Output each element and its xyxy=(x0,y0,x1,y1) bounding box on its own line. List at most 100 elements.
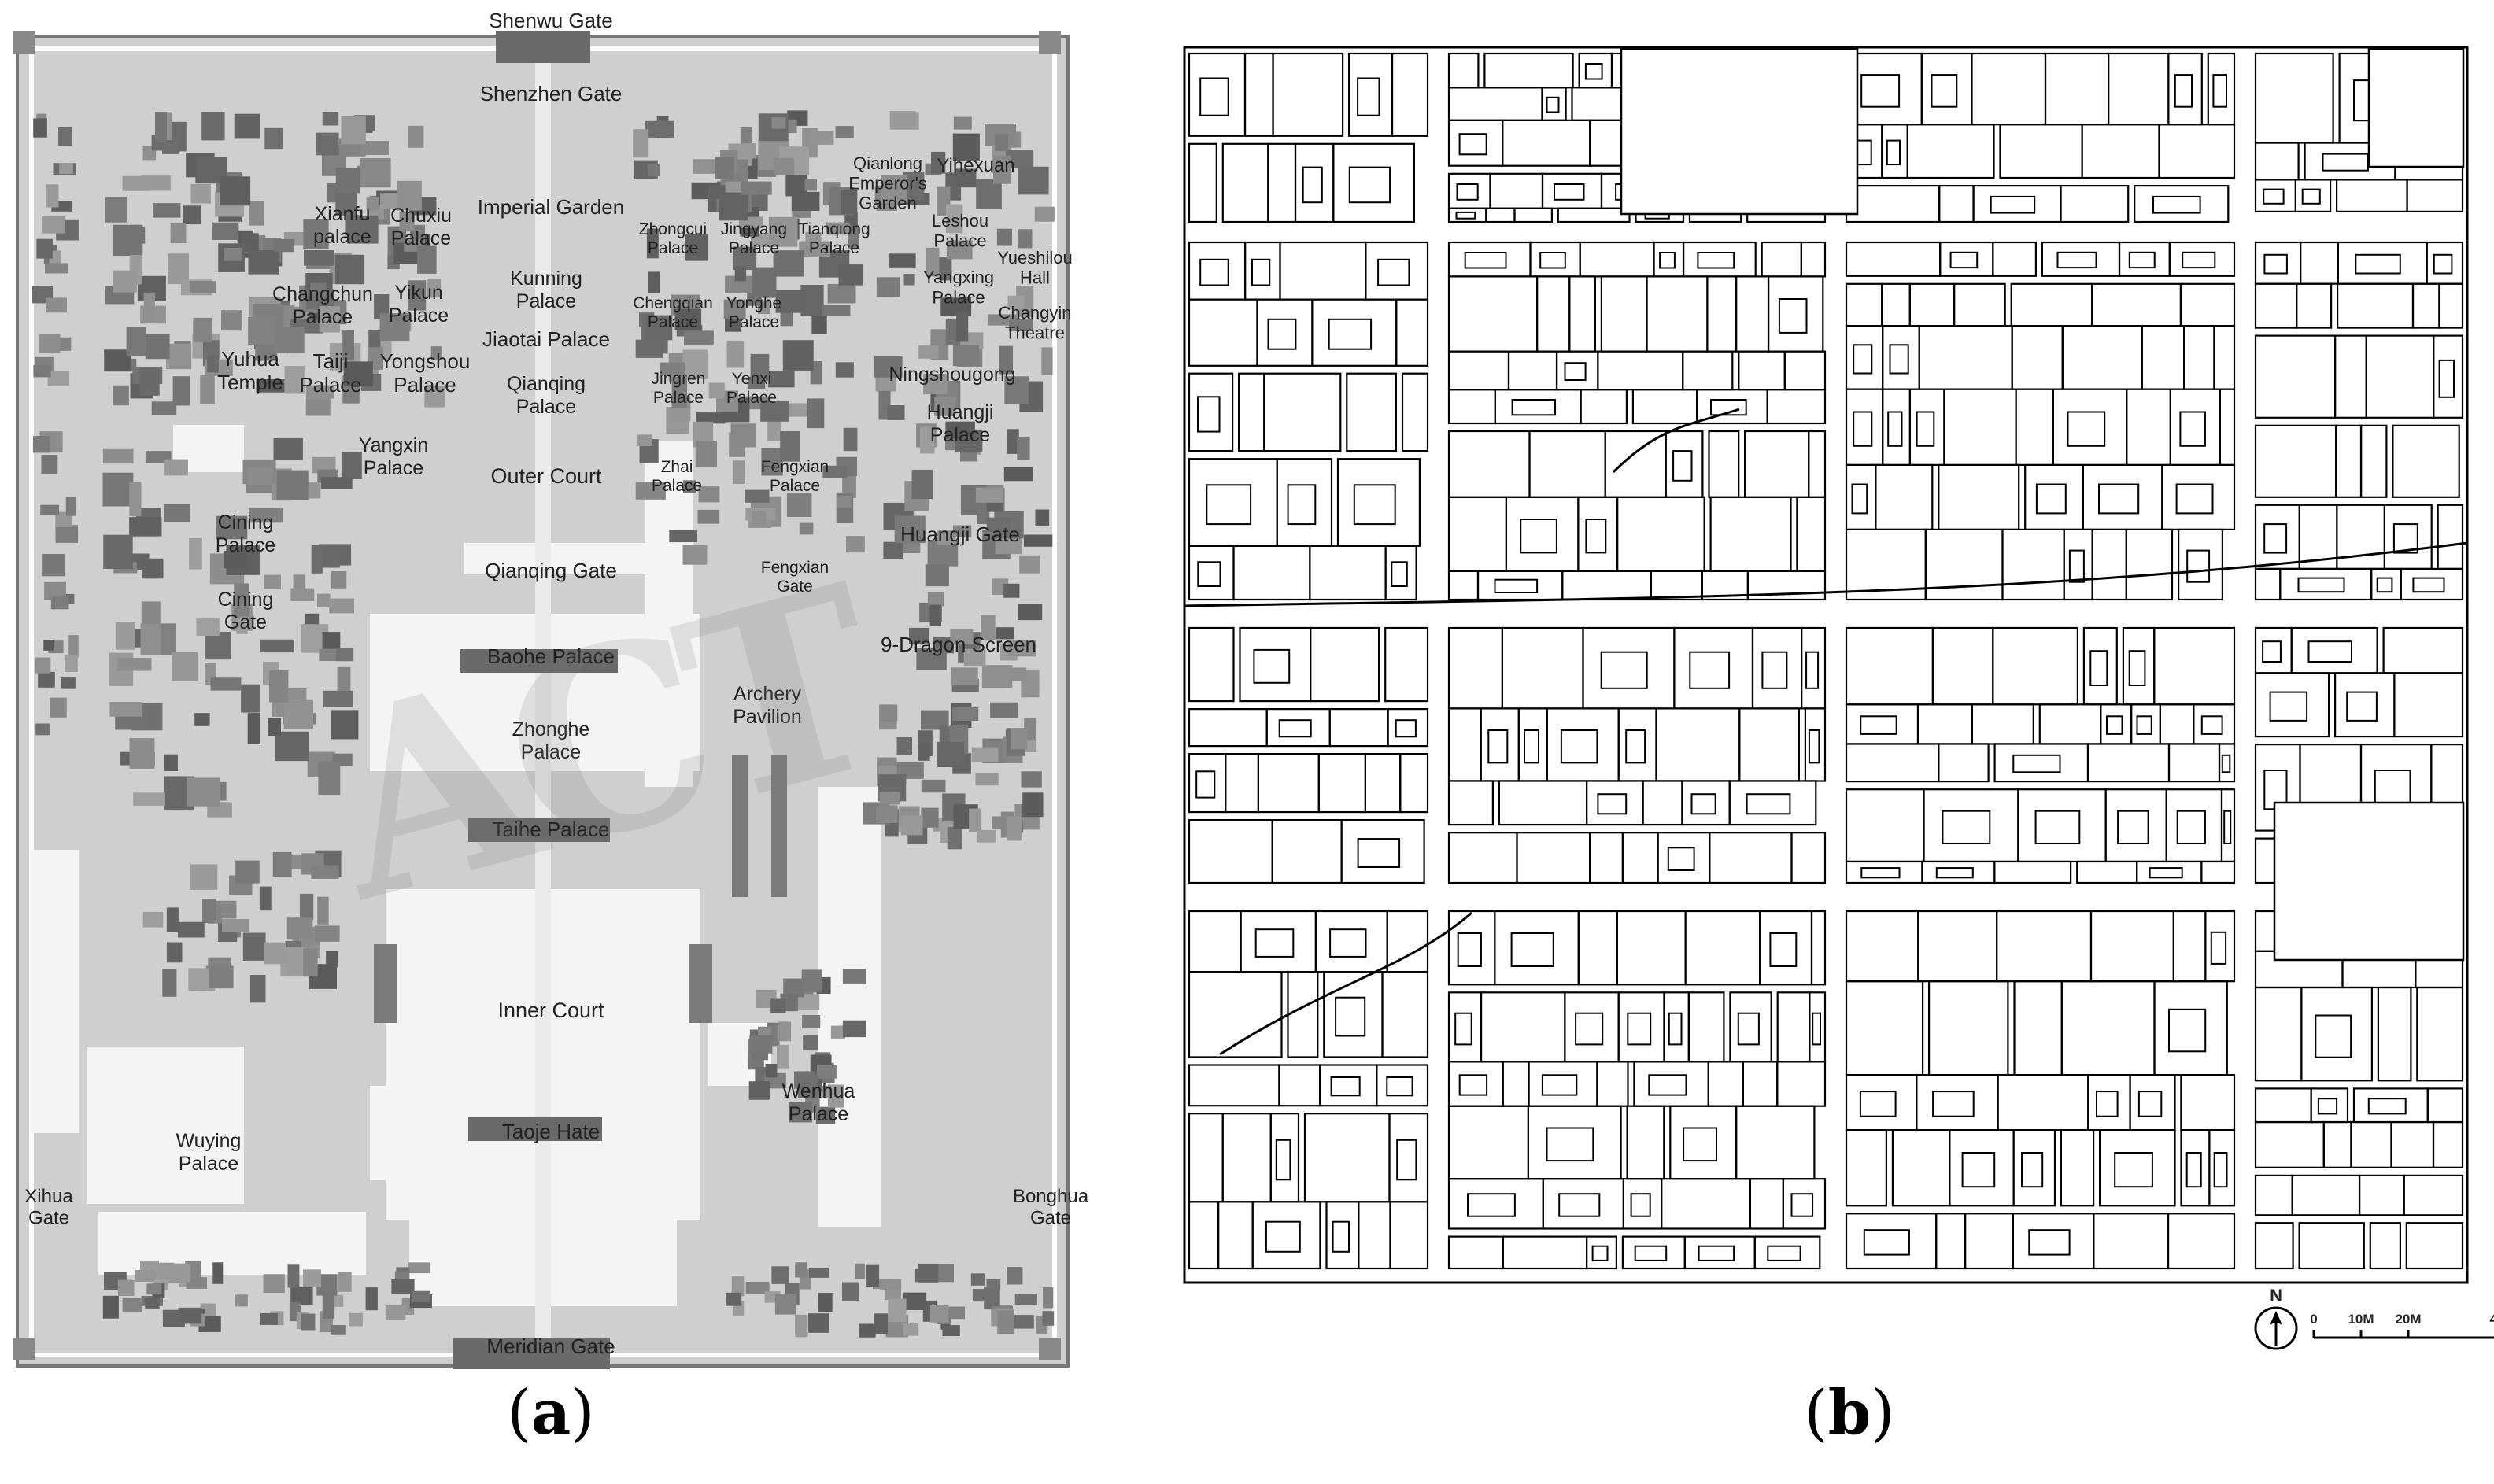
building-outline xyxy=(2096,1091,2119,1117)
building xyxy=(264,942,286,965)
corner-tower xyxy=(13,31,35,54)
map-label-shenzhen-gate: Shenzhen Gate xyxy=(480,82,623,105)
building-outline xyxy=(1195,770,1216,799)
building-outline xyxy=(1860,867,1901,879)
building xyxy=(33,118,47,138)
building-outline xyxy=(1805,651,1820,689)
building xyxy=(1019,555,1040,574)
building xyxy=(976,829,996,843)
building xyxy=(188,968,209,991)
map-label-line: Leshou xyxy=(932,211,988,231)
building-outline xyxy=(1859,1091,1897,1117)
building xyxy=(775,290,806,313)
taihe-hall xyxy=(468,818,610,842)
building xyxy=(726,341,745,368)
building xyxy=(956,311,969,342)
meridian-gate-building xyxy=(453,1338,610,1369)
building xyxy=(299,893,314,920)
building-outline xyxy=(1942,810,1991,844)
building-outline xyxy=(2263,523,2288,554)
caption-b-letter: b xyxy=(1827,1377,1871,1449)
map-label-line: Palace xyxy=(648,313,698,331)
map-label-line: Yihexuan xyxy=(937,155,1014,176)
building xyxy=(842,969,866,984)
map-label-yihexuan: Yihexuan xyxy=(937,155,1014,176)
building-outline xyxy=(2405,1222,2464,1270)
building xyxy=(129,482,142,517)
building xyxy=(900,815,923,836)
building-outline xyxy=(2177,528,2223,601)
building xyxy=(142,558,164,579)
building-outline xyxy=(1860,715,1897,735)
building xyxy=(937,741,964,767)
building xyxy=(320,477,353,489)
building xyxy=(153,203,181,218)
building xyxy=(224,248,243,261)
building-outline xyxy=(1513,207,1554,223)
building xyxy=(42,216,65,234)
map-label-line: Qianqing xyxy=(507,373,586,395)
map-label-taoje-hate: Taoje Hate xyxy=(502,1120,600,1143)
building-outline xyxy=(1769,932,1798,967)
building-outline xyxy=(2346,691,2378,722)
building xyxy=(235,860,260,884)
building xyxy=(783,978,804,998)
building-outline xyxy=(1630,1193,1651,1217)
building xyxy=(843,427,858,452)
building xyxy=(740,127,752,149)
corner-tower xyxy=(1039,31,1061,54)
building xyxy=(379,313,410,342)
building xyxy=(264,574,281,589)
building xyxy=(283,699,313,729)
building xyxy=(264,127,283,150)
map-label-baohe-palace: Baohe Palace xyxy=(487,644,615,668)
building-outline xyxy=(1889,344,1909,375)
building xyxy=(963,648,986,666)
building-outline xyxy=(2392,523,2418,554)
building-outline xyxy=(2136,715,2152,735)
building xyxy=(969,808,982,832)
building-outline xyxy=(2263,253,2288,275)
building xyxy=(116,622,135,650)
building xyxy=(731,1276,745,1297)
building-outline xyxy=(1253,648,1291,684)
building xyxy=(335,190,357,216)
map-label-line: Theatre xyxy=(1005,323,1065,342)
map-label-line: Palace xyxy=(179,1153,238,1175)
building xyxy=(335,168,360,194)
building xyxy=(752,511,767,526)
building xyxy=(808,1313,829,1333)
building-outline xyxy=(2137,1091,2163,1117)
scale-bar: 010M20M40M xyxy=(2310,1312,2494,1339)
building xyxy=(122,175,150,191)
building-outline xyxy=(2438,282,2464,329)
building xyxy=(162,969,177,997)
building xyxy=(1023,534,1053,547)
building-outline xyxy=(2298,1222,2365,1270)
building-outline xyxy=(2060,185,2130,223)
building xyxy=(888,1298,907,1323)
building xyxy=(817,1065,837,1079)
side-hall xyxy=(771,755,787,897)
building-outline xyxy=(1487,729,1509,764)
map-label-line: Changyin xyxy=(999,303,1072,323)
building xyxy=(773,250,804,277)
building xyxy=(918,1263,939,1283)
building-outline xyxy=(1332,142,1416,223)
building xyxy=(45,263,68,274)
building xyxy=(725,275,755,293)
building-outline xyxy=(1746,793,1791,815)
building xyxy=(811,315,827,334)
building xyxy=(697,509,720,524)
building xyxy=(212,1262,224,1284)
building xyxy=(342,452,362,479)
building xyxy=(32,436,50,453)
building xyxy=(1021,771,1042,788)
building xyxy=(310,282,327,300)
building-outline xyxy=(1396,1139,1417,1181)
building xyxy=(179,1309,202,1324)
building-outline xyxy=(2098,483,2140,515)
building xyxy=(637,434,652,446)
